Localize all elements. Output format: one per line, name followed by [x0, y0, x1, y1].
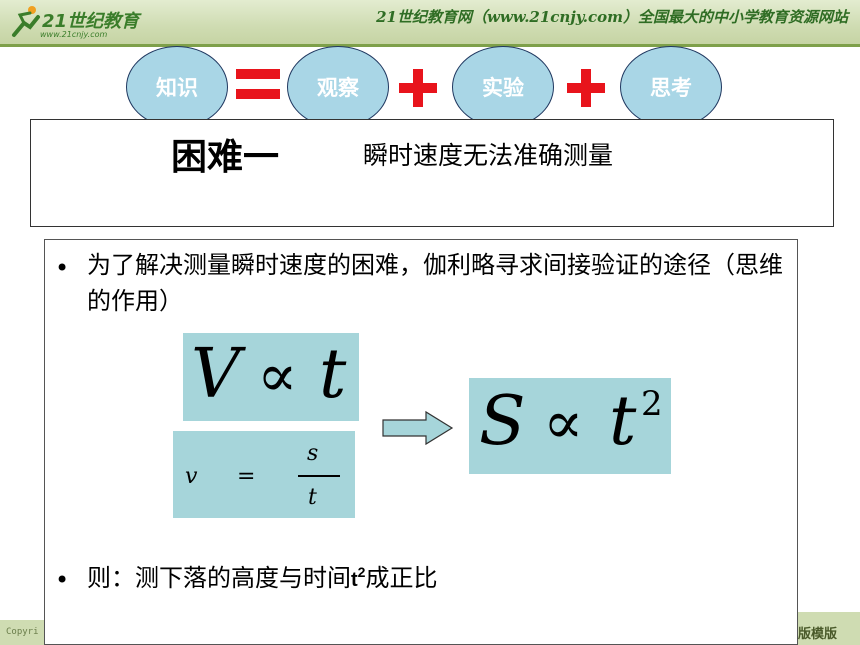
- fraction-denominator: t: [308, 485, 317, 510]
- proportional-symbol: ∝: [543, 388, 584, 458]
- oval-experiment: 实验: [452, 46, 554, 128]
- title-box: 困难一 瞬时速度无法准确测量: [30, 119, 834, 227]
- proportional-symbol: ∝: [257, 341, 298, 411]
- formula-v-equals-s-over-t: v = s t: [173, 431, 355, 518]
- runner-logo-icon: [12, 6, 40, 37]
- slide-subtitle: 瞬时速度无法准确测量: [363, 141, 614, 170]
- logo-url: www.21cnjy.com: [40, 30, 108, 39]
- fraction-bar: [298, 475, 340, 477]
- formula-s-prop-t-squared: S ∝ t 2: [469, 378, 671, 474]
- oval-thinking: 思考: [620, 46, 722, 128]
- bullet-text-1: 为了解决测量瞬时速度的困难，伽利略寻求间接验证的途径（思维的作用）: [87, 251, 783, 315]
- oval-knowledge: 知识: [126, 46, 228, 128]
- fraction-numerator: s: [307, 441, 319, 466]
- formula-v-prop-t: V ∝ t: [183, 333, 359, 421]
- bullet-marker: •: [55, 566, 70, 594]
- right-arrow-icon: [382, 410, 454, 446]
- footer-template-label: 版模版: [798, 612, 860, 645]
- bullet-2-exponent: 2: [357, 564, 366, 580]
- slide-title: 困难一: [171, 136, 280, 178]
- equals-symbol: =: [237, 464, 256, 489]
- formula-symbol-t: t: [319, 335, 347, 414]
- formula-symbol-s: S: [479, 382, 526, 461]
- formula-symbol-v: V: [191, 335, 241, 414]
- formula-exponent: 2: [641, 384, 663, 424]
- footer-copyright: Copyri: [0, 620, 44, 645]
- site-logo[interactable]: 21世纪教育 www.21cnjy.com: [8, 3, 148, 43]
- footer-copyright-text: Copyri: [6, 627, 39, 637]
- logo-name: 21世纪教育: [42, 11, 140, 32]
- equals-sign-icon: [236, 69, 280, 99]
- bullet-2-prefix: 则：测下落的高度与时间: [87, 564, 351, 592]
- formula-symbol-t: t: [609, 382, 637, 461]
- bullet-marker: •: [55, 254, 70, 282]
- content-box: • 为了解决测量瞬时速度的困难，伽利略寻求间接验证的途径（思维的作用） V ∝ …: [44, 239, 798, 645]
- plus-sign-icon: [399, 69, 437, 107]
- bullet-2-variable: t: [351, 569, 358, 591]
- bullet-2-suffix: 成正比: [365, 564, 438, 592]
- plus-sign-icon: [567, 69, 605, 107]
- footer-template-text: 版模版: [798, 627, 838, 642]
- header-divider: [0, 44, 860, 47]
- header-slogan: 21世纪教育网（www.21cnjy.com）全国最大的中小学教育资源网站: [376, 8, 848, 26]
- bullet-text-2: 则：测下落的高度与时间t2成正比: [87, 560, 437, 596]
- oval-observation: 观察: [287, 46, 389, 128]
- header-band: [0, 0, 860, 44]
- formula-symbol-v: v: [185, 464, 198, 489]
